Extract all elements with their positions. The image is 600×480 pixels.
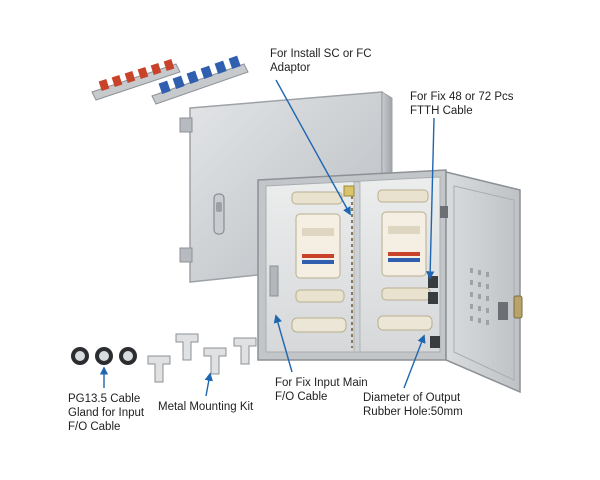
mounting-bracket-1 [147, 355, 171, 383]
label-output-hole-line1: Diameter of Output [363, 392, 461, 404]
label-mounting-kit: Metal Mounting Kit [158, 400, 253, 414]
arrow-input-main [273, 314, 293, 373]
label-cable-gland-line1: PG13.5 Cable [68, 393, 141, 405]
adaptor-strip-red [91, 59, 181, 101]
mounting-bracket-3 [203, 347, 227, 375]
label-input-main-line1: For Fix Input Main [275, 377, 368, 389]
mounting-kit [147, 333, 257, 383]
label-input-main-line2: F/O Cable [275, 391, 328, 403]
cable-glands [71, 347, 137, 365]
open-cabinet [257, 169, 523, 394]
cable-gland-3 [119, 347, 137, 365]
label-output-hole-line2: Rubber Hole:50mm [363, 406, 463, 418]
label-adaptor: For Install SC or FC Adaptor [270, 47, 372, 75]
splice-tray-right [377, 189, 433, 331]
label-mounting-kit-line1: Metal Mounting Kit [158, 401, 254, 413]
pointer-arrows [99, 79, 435, 397]
arrow-output-hole [403, 334, 426, 389]
label-output-hole: Diameter of Output Rubber Hole:50mm [363, 391, 463, 419]
label-cable-gland-line2: Gland for Input [68, 407, 145, 419]
arrow-ftth [425, 117, 435, 280]
label-ftth: For Fix 48 or 72 Pcs FTTH Cable [410, 90, 514, 118]
label-adaptor-line2: Adaptor [270, 62, 311, 74]
label-adaptor-line1: For Install SC or FC [270, 48, 372, 60]
cable-gland-1 [71, 347, 89, 365]
label-ftth-line1: For Fix 48 or 72 Pcs [410, 91, 514, 103]
label-input-main: For Fix Input Main F/O Cable [275, 376, 368, 404]
splice-tray-left [291, 191, 347, 333]
arrow-mounting-kit [204, 372, 213, 397]
mounting-bracket-4 [233, 337, 257, 365]
cable-gland-2 [95, 347, 113, 365]
label-cable-gland: PG13.5 Cable Gland for Input F/O Cable [68, 392, 144, 434]
label-cable-gland-line3: F/O Cable [68, 421, 121, 433]
arrow-adaptor [275, 79, 351, 216]
label-ftth-line2: FTTH Cable [410, 105, 473, 117]
cabinet-lock-handle [213, 193, 225, 235]
adaptor-strip-blue [151, 55, 249, 105]
mounting-bracket-2 [175, 333, 199, 361]
